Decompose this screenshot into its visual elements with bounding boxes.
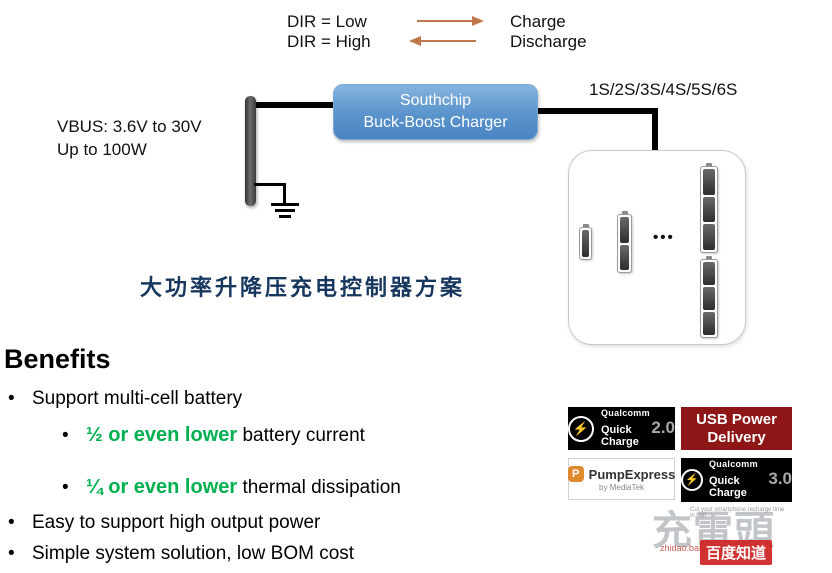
watermark-url: zhidao.baidu.com [660, 543, 731, 553]
bullet-rest: thermal dissipation [237, 477, 401, 498]
dir-high-label: DIR = High [287, 32, 371, 51]
dir-low-label: DIR = Low [287, 12, 367, 31]
wire-pack-drop [652, 108, 658, 152]
battery-1s-icon [579, 224, 592, 260]
benefits-heading: Benefits [4, 344, 111, 374]
battery-stack-bottom-icon [700, 256, 718, 338]
ellipsis-dots: ••• [653, 229, 675, 246]
battery-tip [706, 256, 712, 259]
battery-body [617, 214, 632, 273]
usbpd-line2: Delivery [707, 428, 766, 446]
usb-power-delivery-logo: USB Power Delivery [681, 407, 792, 450]
quick-charge-label: Quick Charge [601, 423, 639, 448]
charger-name: Southchip [399, 92, 472, 110]
battery-body [579, 227, 592, 260]
pump-express-icon: P [567, 466, 584, 482]
bullet-high-output: • Easy to support high output power [8, 512, 320, 534]
qc3-main-row: ⚡ Qualcomm Quick Charge 3.0 [681, 460, 792, 499]
battery-tip [621, 211, 628, 214]
qc3-caption: Cut your smartphone recharge time in hal… [690, 507, 785, 519]
qualcomm-brand: Qualcomm [709, 459, 758, 470]
bullet-thermal: • ¼ or even lower thermal dissipation [62, 476, 401, 499]
battery-2s-icon [617, 211, 632, 273]
vbus-line1: VBUS: 3.6V to 30V [57, 117, 202, 136]
charge-label: Charge [510, 12, 566, 31]
quick-charge-version: 2.0 [651, 417, 675, 437]
quick-charge-3-logo: ⚡ Qualcomm Quick Charge 3.0 [681, 458, 792, 502]
bullet-text: Easy to support high output power [32, 512, 321, 533]
ground-wire-vertical [283, 183, 286, 203]
vbus-connector-bar [245, 96, 256, 206]
quick-charge-version: 3.0 [768, 469, 792, 489]
discharge-arrow-left-icon [408, 35, 478, 47]
bullet-icon: • [8, 543, 15, 564]
battery-body [700, 259, 718, 338]
bullet-rest: battery current [237, 425, 365, 446]
bullet-multicell: • Support multi-cell battery [8, 388, 242, 410]
bolt-glyph: ⚡ [685, 474, 699, 487]
bullet-icon: • [62, 477, 69, 498]
bullet-icon: • [62, 425, 69, 446]
bullet-text: Support multi-cell battery [32, 388, 243, 409]
lightning-bolt-icon: ⚡ [681, 468, 703, 491]
charger-type: Buck-Boost Charger [363, 114, 508, 131]
bullet-text: Simple system solution, low BOM cost [32, 543, 355, 564]
chinese-title: 大功率升降压充电控制器方案 [140, 275, 466, 301]
ground-wire-horizontal [254, 183, 286, 186]
battery-tip [706, 163, 712, 166]
pump-express-row: P PumpExpress [567, 466, 676, 482]
bullet-icon: • [8, 388, 15, 409]
quick-charge-label: Quick Charge [709, 475, 747, 500]
pump-express-name: PumpExpress [588, 466, 676, 482]
bullet-icon: • [8, 512, 15, 533]
cell-config-label: 1S/2S/3S/4S/5S/6S [589, 80, 738, 99]
buck-boost-charger-block: Southchip Buck-Boost Charger [333, 84, 538, 140]
battery-stack-top-icon [700, 163, 718, 253]
pump-express-logo: P PumpExpress by MediaTek [567, 458, 676, 500]
qualcomm-brand: Qualcomm [601, 407, 650, 418]
ground-icon [271, 203, 299, 206]
bullet-low-bom: • Simple system solution, low BOM cost [8, 543, 354, 565]
ground-icon-line2 [275, 209, 295, 212]
bullet-highlight: ½ or even lower [86, 424, 238, 446]
bolt-glyph: ⚡ [572, 420, 590, 436]
ground-icon-line3 [279, 215, 291, 218]
battery-tip [582, 224, 589, 227]
lightning-bolt-icon: ⚡ [568, 415, 594, 442]
wire-charger-to-pack [537, 108, 658, 114]
qc3-text: Qualcomm Quick Charge 3.0 [709, 459, 792, 500]
wire-vbus-to-charger [254, 102, 336, 108]
quick-charge-2-logo: ⚡ Qualcomm Quick Charge 2.0 [568, 407, 675, 450]
bullet-highlight: ¼ or even lower [86, 476, 238, 498]
vbus-label: VBUS: 3.6V to 30V Up to 100W [57, 116, 202, 162]
watermark-badge: 百度知道 [700, 540, 773, 565]
qc2-text: Qualcomm Quick Charge 2.0 [601, 407, 675, 448]
usbpd-line1: USB Power [696, 410, 777, 428]
discharge-label: Discharge [510, 32, 587, 51]
vbus-line2: Up to 100W [57, 139, 147, 159]
battery-pack-panel: ••• [568, 150, 746, 345]
charge-arrow-right-icon [415, 15, 485, 27]
battery-body [700, 166, 718, 253]
bullet-battery-current: • ½ or even lower battery current [62, 424, 365, 447]
pump-express-by: by MediaTek [599, 483, 644, 492]
